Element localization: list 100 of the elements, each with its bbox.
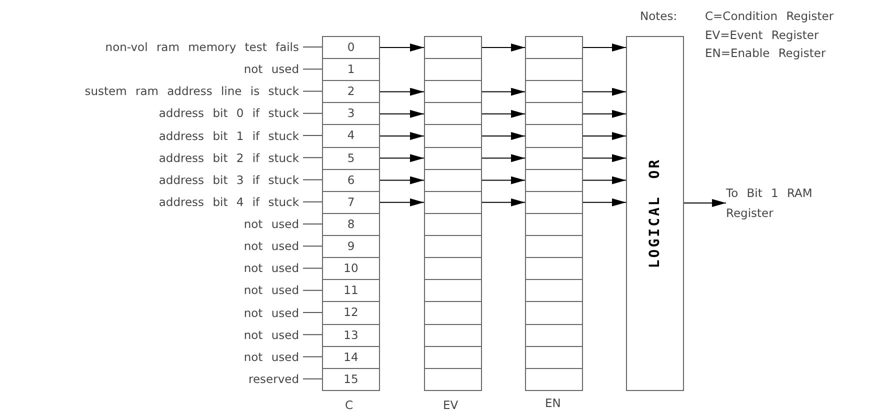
leader-line bbox=[302, 179, 322, 180]
register-bit-cell bbox=[525, 346, 583, 369]
register-bit-cell bbox=[525, 212, 583, 236]
bit-description: not used bbox=[244, 61, 299, 78]
bit-number-cell: 10 bbox=[322, 257, 380, 280]
leader-line bbox=[302, 290, 322, 291]
register-bit-cell bbox=[424, 58, 482, 82]
register-bit-cell bbox=[525, 257, 583, 280]
register-bit-cell bbox=[424, 190, 482, 214]
leader-line bbox=[302, 90, 322, 92]
register-bit-cell bbox=[525, 279, 583, 302]
note-text: EV=Event Register bbox=[705, 28, 819, 42]
register-name: EN bbox=[545, 396, 561, 410]
arrow bbox=[482, 110, 526, 118]
leader-line bbox=[302, 201, 322, 202]
register-bit-cell bbox=[424, 124, 482, 148]
arrow bbox=[582, 154, 626, 162]
bit-number-cell: 9 bbox=[322, 235, 380, 258]
register-bit-cell bbox=[525, 80, 583, 104]
bit-number-cell: 0 bbox=[322, 36, 380, 60]
register-name: EV bbox=[443, 398, 458, 412]
arrow bbox=[582, 198, 626, 206]
register-bit-cell bbox=[424, 368, 482, 391]
notes-heading: Notes: bbox=[640, 9, 678, 23]
register-bit-cell bbox=[424, 168, 482, 192]
bit-number-cell: 14 bbox=[322, 346, 380, 369]
bit-number-cell: 4 bbox=[322, 124, 380, 148]
register-bit-cell bbox=[525, 102, 583, 126]
register-bit-cell bbox=[525, 368, 583, 391]
bit-number-cell: 15 bbox=[322, 368, 380, 391]
bit-description: not used bbox=[244, 238, 299, 254]
bit-number-cell: 13 bbox=[322, 324, 380, 347]
register-bit-cell bbox=[525, 146, 583, 170]
leader-line bbox=[302, 157, 322, 158]
register-bit-cell bbox=[424, 257, 482, 280]
arrow bbox=[482, 88, 526, 96]
output-label: To Bit 1 RAM Register bbox=[726, 183, 818, 223]
note-text: C=Condition Register bbox=[705, 9, 834, 23]
arrow bbox=[582, 44, 626, 52]
register-bit-cell bbox=[525, 124, 583, 148]
bit-description: not used bbox=[244, 260, 299, 276]
register-bit-cell bbox=[525, 58, 583, 82]
arrow bbox=[380, 154, 424, 162]
leader-line bbox=[302, 378, 322, 380]
register-bit-cell bbox=[424, 324, 482, 347]
register-bit-cell bbox=[424, 346, 482, 369]
register-bit-cell bbox=[525, 235, 583, 258]
register-bit-cell bbox=[424, 279, 482, 302]
register-bit-cell bbox=[424, 80, 482, 104]
leader-line bbox=[302, 68, 322, 70]
arrow bbox=[482, 44, 526, 52]
leader-line bbox=[302, 135, 322, 136]
arrow bbox=[582, 88, 626, 96]
leader-line bbox=[302, 268, 322, 269]
arrow bbox=[482, 176, 526, 184]
arrow bbox=[582, 110, 626, 118]
arrow bbox=[380, 88, 424, 96]
register-bit-cell bbox=[525, 36, 583, 60]
bit-number-cell: 7 bbox=[322, 190, 380, 214]
arrow bbox=[482, 154, 526, 162]
arrow bbox=[380, 44, 424, 52]
bit-description: sustem ram address line is stuck bbox=[84, 83, 299, 100]
block-label: LOGICAL OR bbox=[647, 158, 663, 269]
leader-line bbox=[302, 246, 322, 247]
register-bit-cell bbox=[424, 301, 482, 325]
register-bit-cell bbox=[525, 324, 583, 347]
note-text: EN=Enable Register bbox=[705, 46, 826, 60]
leader-line bbox=[302, 224, 322, 225]
bit-number-cell: 11 bbox=[322, 279, 380, 302]
register-bit-cell bbox=[424, 102, 482, 126]
arrow bbox=[380, 198, 424, 206]
arrow bbox=[482, 132, 526, 140]
register-bit-cell bbox=[525, 168, 583, 192]
bit-description: not used bbox=[244, 216, 299, 232]
bit-number-cell: 3 bbox=[322, 102, 380, 126]
leader-line bbox=[302, 46, 322, 48]
leader-line bbox=[302, 334, 322, 336]
bit-description: address bit 4 if stuck bbox=[158, 194, 299, 210]
bit-description: address bit 2 if stuck bbox=[158, 150, 299, 166]
logical-or-block bbox=[626, 36, 684, 391]
arrow bbox=[582, 132, 626, 140]
bit-description: address bit 3 if stuck bbox=[158, 172, 299, 188]
bit-number-cell: 12 bbox=[322, 301, 380, 325]
bit-description: non-vol ram memory test fails bbox=[105, 39, 299, 56]
arrow bbox=[380, 110, 424, 118]
bit-number-cell: 1 bbox=[322, 58, 380, 82]
bit-number-cell: 5 bbox=[322, 146, 380, 170]
leader-line bbox=[302, 112, 322, 114]
bit-description: address bit 0 if stuck bbox=[158, 105, 299, 122]
arrow bbox=[380, 132, 424, 140]
arrow bbox=[582, 176, 626, 184]
register-bit-cell bbox=[424, 235, 482, 258]
bit-description: address bit 1 if stuck bbox=[158, 128, 299, 144]
register-bit-cell bbox=[525, 190, 583, 214]
register-bit-cell bbox=[424, 36, 482, 60]
register-name: C bbox=[345, 398, 354, 412]
register-bit-cell bbox=[525, 301, 583, 325]
leader-line bbox=[302, 356, 322, 358]
bit-number-cell: 6 bbox=[322, 168, 380, 192]
register-bit-cell bbox=[424, 212, 482, 236]
